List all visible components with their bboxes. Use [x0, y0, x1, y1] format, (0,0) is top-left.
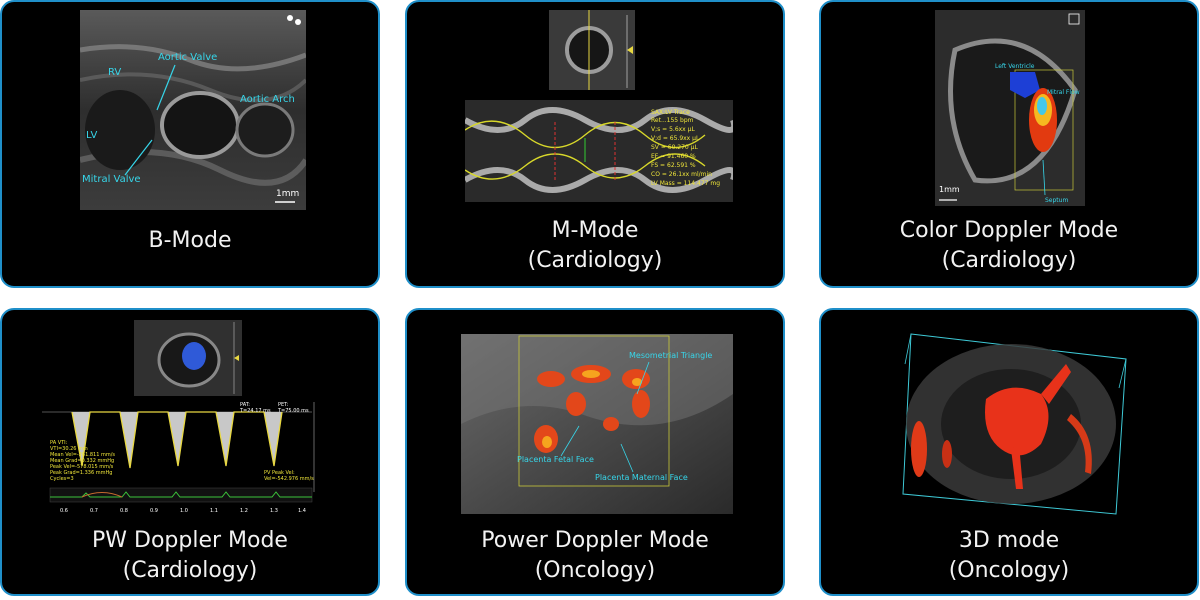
panel-title: Power Doppler Mode: [481, 528, 709, 553]
b-mode-ultrasound-image: RV Aortic Valve Aortic Arch LV Mitral Va…: [80, 10, 306, 210]
label-mitral-valve: Mitral Valve: [82, 174, 141, 185]
pw-stat-4: Peak Vel=-578.015 mm/s: [50, 464, 114, 470]
color-doppler-image: Left Ventricle Mitral Flow Septum 1mm: [935, 10, 1085, 206]
label-lv: LV: [86, 130, 97, 141]
pw-tick-0: 0.6: [60, 508, 68, 514]
pw-tick-7: 1.3: [270, 508, 278, 514]
scale-bar-label: 1mm: [939, 185, 960, 194]
pw-tick-2: 0.8: [120, 508, 128, 514]
panel-title: 3D mode: [958, 528, 1060, 553]
m-mode-thumbnail-image: [549, 10, 635, 90]
pw-stat-3: Mean Grad=0.332 mmHg: [50, 458, 114, 464]
m-mode-measure-4: SV = 60.270 µL: [651, 144, 698, 151]
panel-power-doppler: Mesometrial Triangle Placenta Fetal Face…: [405, 308, 785, 596]
pw-doppler-thumbnail-image: [134, 320, 242, 396]
panel-color-doppler: Left Ventricle Mitral Flow Septum 1mm Co…: [819, 0, 1199, 288]
pw-doppler-spectrum-image: PAT: T=24.17 ms PET: T=75.00 ms PA VTI: …: [42, 396, 315, 514]
pw-pv-peak-value: Vel=-542.976 mm/s: [264, 476, 314, 482]
panel-title: PW Doppler Mode: [92, 528, 288, 553]
pw-stat-5: Peak Grad=1.336 mmHg: [50, 470, 112, 476]
panel-title: M-Mode: [551, 218, 639, 243]
pw-tick-8: 1.4: [298, 508, 306, 514]
power-doppler-image: Mesometrial Triangle Placenta Fetal Face…: [461, 334, 733, 514]
panel-b-mode: RV Aortic Valve Aortic Arch LV Mitral Va…: [0, 0, 380, 288]
panel-title: Color Doppler Mode: [899, 218, 1119, 243]
label-mitral-flow: Mitral Flow: [1047, 89, 1080, 96]
m-mode-measure-0: SAX:LV Trace: [651, 109, 690, 116]
pw-tick-4: 1.0: [180, 508, 188, 514]
label-placenta-maternal-face: Placenta Maternal Face: [595, 473, 688, 482]
pw-pat-label: PAT:: [240, 402, 250, 408]
label-left-ventricle: Left Ventricle: [995, 63, 1035, 70]
pw-tick-6: 1.2: [240, 508, 248, 514]
panel-subtitle: (Cardiology): [527, 248, 663, 273]
pw-tick-1: 0.7: [90, 508, 98, 514]
panel-subtitle: (Oncology): [534, 558, 656, 583]
m-mode-measure-6: FS = 62.591 %: [651, 162, 696, 169]
pw-stat-1: VTI=30.26 mm: [50, 446, 88, 452]
m-mode-measure-7: CO = 26.1xx ml/min: [651, 171, 712, 178]
label-aortic-arch: Aortic Arch: [240, 94, 295, 105]
m-mode-measure-2: V;s = 5.6xx µL: [651, 126, 695, 133]
label-septum: Septum: [1045, 197, 1068, 204]
label-mesometrial-triangle: Mesometrial Triangle: [629, 351, 712, 360]
panel-m-mode: SAX:LV Trace Ret...155 bpm V;s = 5.6xx µ…: [405, 0, 785, 288]
panel-subtitle: (Oncology): [948, 558, 1070, 583]
m-mode-measure-5: EF = 91.460 %: [651, 153, 696, 160]
pw-stat-6: Cycles=3: [50, 476, 74, 482]
m-mode-measure-3: V;d = 65.9xx µL: [651, 135, 700, 142]
m-mode-measure-1: Ret...155 bpm: [651, 117, 694, 124]
scale-bar-label: 1mm: [276, 189, 299, 199]
pw-pat-value: T=24.17 ms: [239, 408, 271, 414]
pw-pv-peak-label: PV Peak Vel:: [264, 470, 295, 476]
m-mode-measure-8: LV Mass = 114.477 mg: [651, 180, 720, 187]
label-rv: RV: [108, 67, 121, 78]
3d-volume-image: [902, 333, 1127, 515]
panel-3d-mode: 3D mode (Oncology): [819, 308, 1199, 596]
pw-pet-value: T=75.00 ms: [277, 408, 309, 414]
panel-title: B-Mode: [148, 228, 232, 253]
m-mode-trace-image: SAX:LV Trace Ret...155 bpm V;s = 5.6xx µ…: [465, 100, 733, 202]
pw-tick-5: 1.1: [210, 508, 218, 514]
label-placenta-fetal-face: Placenta Fetal Face: [517, 455, 594, 464]
panel-subtitle: (Cardiology): [122, 558, 258, 583]
pw-tick-3: 0.9: [150, 508, 158, 514]
panel-pw-doppler: PAT: T=24.17 ms PET: T=75.00 ms PA VTI: …: [0, 308, 380, 596]
label-aortic-valve: Aortic Valve: [158, 52, 217, 63]
pw-pet-label: PET:: [278, 402, 289, 408]
pw-stat-0: PA VTI:: [50, 440, 68, 446]
panel-subtitle: (Cardiology): [941, 248, 1077, 273]
pw-stat-2: Mean Vel=-261.811 mm/s: [50, 452, 115, 458]
